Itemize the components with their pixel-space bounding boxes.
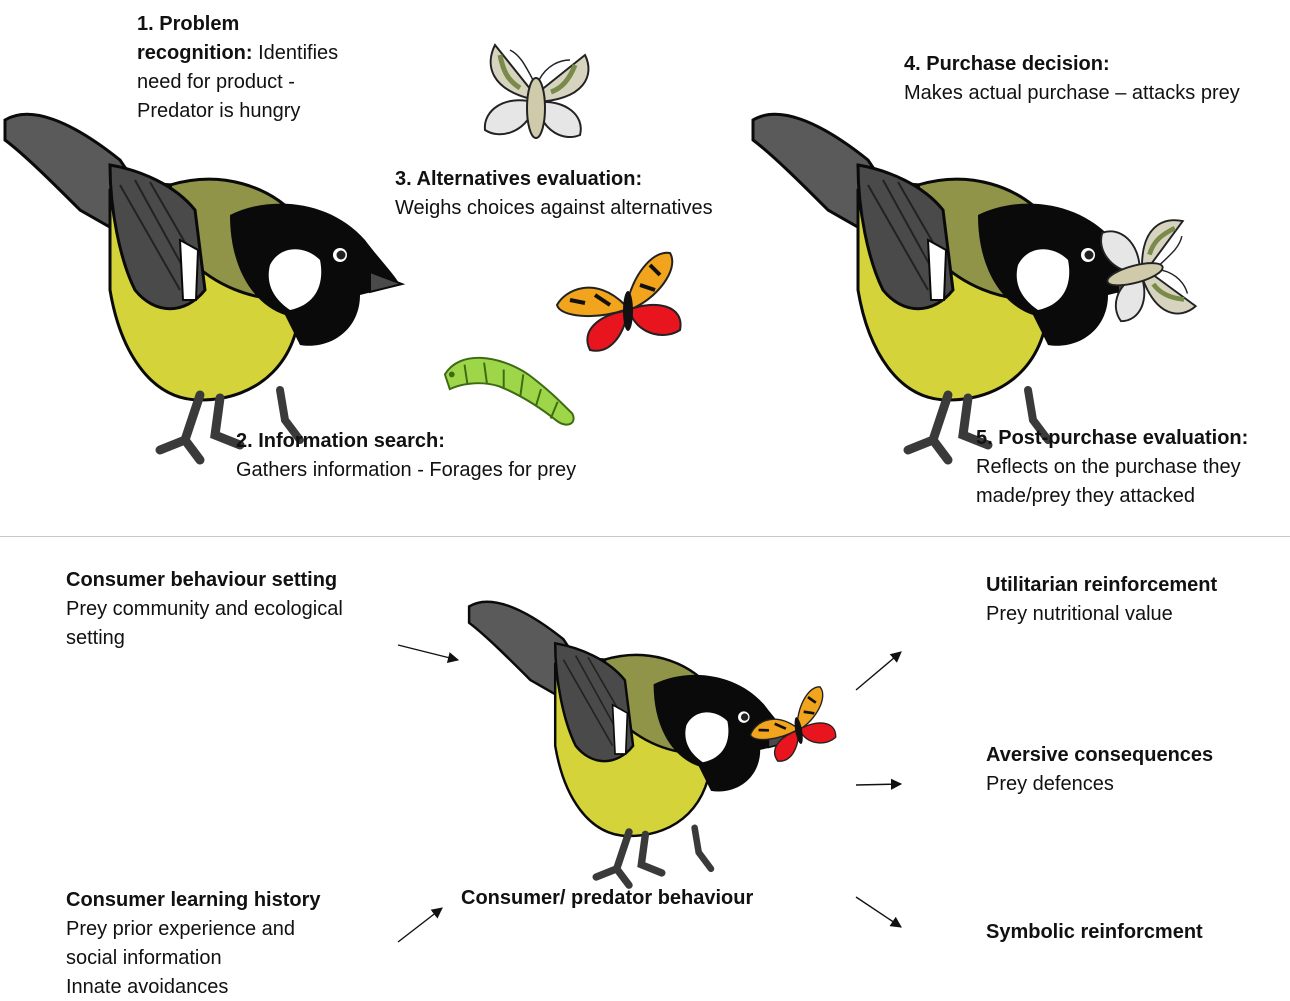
history-text-c: Innate avoidances (66, 976, 229, 998)
step-3-title: 3. Alternatives evaluation: (395, 168, 643, 190)
setting-text-b: setting (66, 627, 125, 649)
center-title: Consumer/ predator behaviour (461, 887, 754, 909)
setting-text-a: Prey community and ecological (66, 598, 343, 620)
red-tiger-moth (555, 250, 683, 353)
step-2-text: Gathers information - Forages for prey (236, 459, 577, 481)
step-5-text-a: Reflects on the purchase they (976, 456, 1241, 478)
arrow (855, 896, 902, 928)
step-5-label: 5. Post-purchase evaluation: Reflects on… (976, 424, 1286, 511)
step-3-text: Weighs choices against alternatives (395, 197, 713, 219)
step-4-text: Makes actual purchase – attacks prey (904, 82, 1240, 104)
step-1-title: 1. Problem (137, 13, 240, 35)
aversive-text: Prey defences (986, 773, 1114, 795)
step-1-text-c: Predator is hungry (137, 100, 301, 122)
step-3-label: 3. Alternatives evaluation: Weighs choic… (395, 165, 775, 223)
arrow (397, 907, 443, 943)
step-2-label: 2. Information search: Gathers informati… (236, 427, 636, 485)
pale-moth (485, 45, 589, 138)
history-text-b: social information (66, 947, 222, 969)
center-label: Consumer/ predator behaviour (461, 884, 801, 913)
aversive-label: Aversive consequences Prey defences (986, 741, 1286, 799)
arrow (855, 778, 903, 790)
step-5-text-b: made/prey they attacked (976, 485, 1196, 507)
history-title: Consumer learning history (66, 889, 321, 911)
great-tit-bird (753, 114, 1150, 460)
step-1-title-cont: recognition: (137, 42, 253, 64)
history-text-a: Prey prior experience and (66, 918, 296, 940)
utilitarian-title: Utilitarian reinforcement (986, 574, 1218, 596)
step-4-title: 4. Purchase decision: (904, 53, 1110, 75)
setting-label: Consumer behaviour setting Prey communit… (66, 566, 396, 653)
step-5-title: 5. Post-purchase evaluation: (976, 427, 1249, 449)
aversive-title: Aversive consequences (986, 744, 1214, 766)
arrow (397, 644, 460, 663)
symbolic-title: Symbolic reinforcment (986, 921, 1203, 943)
utilitarian-text: Prey nutritional value (986, 603, 1173, 625)
utilitarian-label: Utilitarian reinforcement Prey nutrition… (986, 571, 1286, 629)
step-1-label: 1. Problem recognition: Identifies need … (137, 10, 377, 126)
setting-title: Consumer behaviour setting (66, 569, 338, 591)
arrow (855, 651, 902, 691)
symbolic-label: Symbolic reinforcment (986, 918, 1286, 947)
step-4-label: 4. Purchase decision: Makes actual purch… (904, 50, 1290, 108)
section-divider (0, 536, 1290, 537)
green-caterpillar (443, 356, 575, 426)
great-tit-bird (469, 602, 795, 885)
great-tit-bird (5, 114, 402, 460)
step-2-title: 2. Information search: (236, 430, 445, 452)
history-label: Consumer learning history Prey prior exp… (66, 886, 396, 1001)
step-1-text-a: Identifies (252, 42, 339, 64)
step-1-text-b: need for product - (137, 71, 295, 93)
